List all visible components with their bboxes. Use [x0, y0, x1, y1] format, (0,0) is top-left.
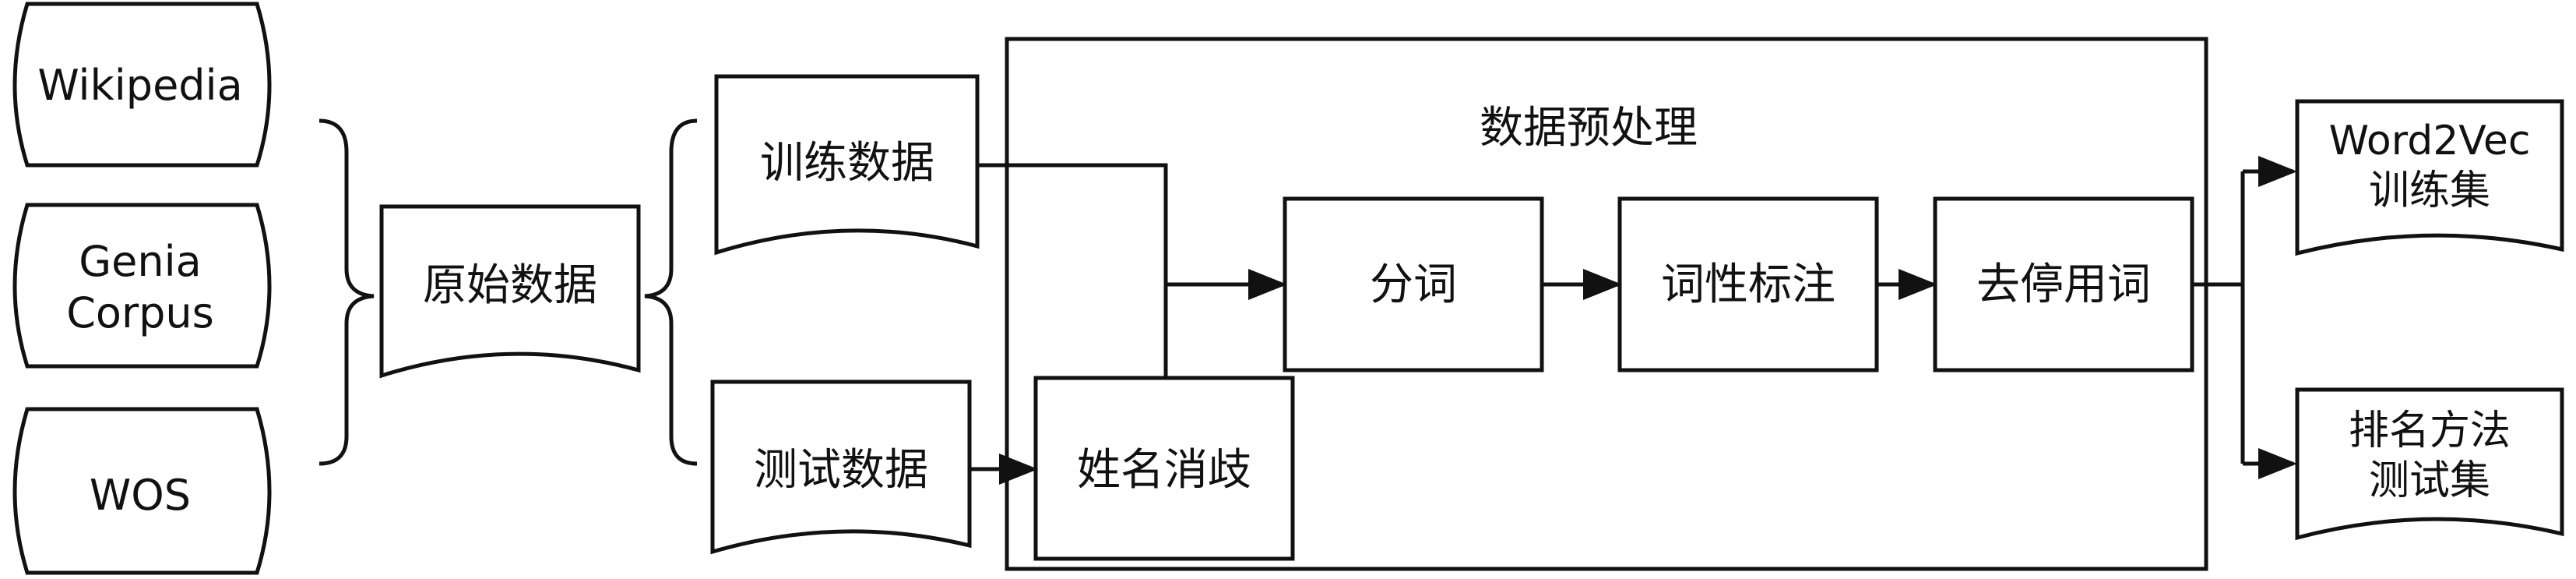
source-wikipedia: Wikipedia	[12, 2, 272, 168]
train-data-document: 训练数据	[714, 74, 980, 256]
word2vec-label-line2: 训练集	[2369, 168, 2490, 214]
step-stopword-removal-label: 去停用词	[1976, 259, 2151, 310]
ranking-test-set-document: 排名方法 测试集	[2295, 387, 2564, 541]
sources-brace	[318, 118, 375, 466]
source-genia-corpus-label-line1: Genia	[79, 237, 201, 286]
ranking-label-line2: 测试集	[2369, 457, 2490, 504]
train-data-label: 训练数据	[760, 138, 934, 189]
source-genia-corpus-label-line2: Corpus	[66, 288, 214, 337]
preprocessing-title: 数据预处理	[1480, 103, 1698, 154]
test-data-document: 测试数据	[710, 380, 972, 555]
name-disambiguation-box: 姓名消歧	[1033, 376, 1295, 561]
word2vec-train-set-document: Word2Vec 训练集	[2295, 99, 2564, 256]
source-genia-corpus: Genia Corpus	[12, 203, 272, 369]
raw-data-label: 原始数据	[423, 260, 597, 311]
source-wos: WOS	[12, 407, 272, 575]
step-stopword-removal: 去停用词	[1933, 196, 2194, 372]
split-brace	[644, 118, 698, 466]
raw-data-document: 原始数据	[379, 204, 641, 379]
test-data-label: 测试数据	[754, 445, 928, 496]
ranking-label-line1: 排名方法	[2349, 408, 2511, 454]
name-disambiguation-label: 姓名消歧	[1077, 445, 1251, 496]
source-wikipedia-label: Wikipedia	[37, 61, 242, 110]
word2vec-label-line1: Word2Vec	[2329, 118, 2531, 164]
step-segmentation: 分词	[1283, 196, 1544, 372]
train-to-junction-line	[977, 163, 1168, 378]
step-pos-tagging-label: 词性标注	[1661, 259, 1835, 310]
step-segmentation-label: 分词	[1370, 259, 1457, 310]
source-wos-label: WOS	[90, 471, 191, 520]
step-pos-tagging: 词性标注	[1617, 196, 1879, 372]
